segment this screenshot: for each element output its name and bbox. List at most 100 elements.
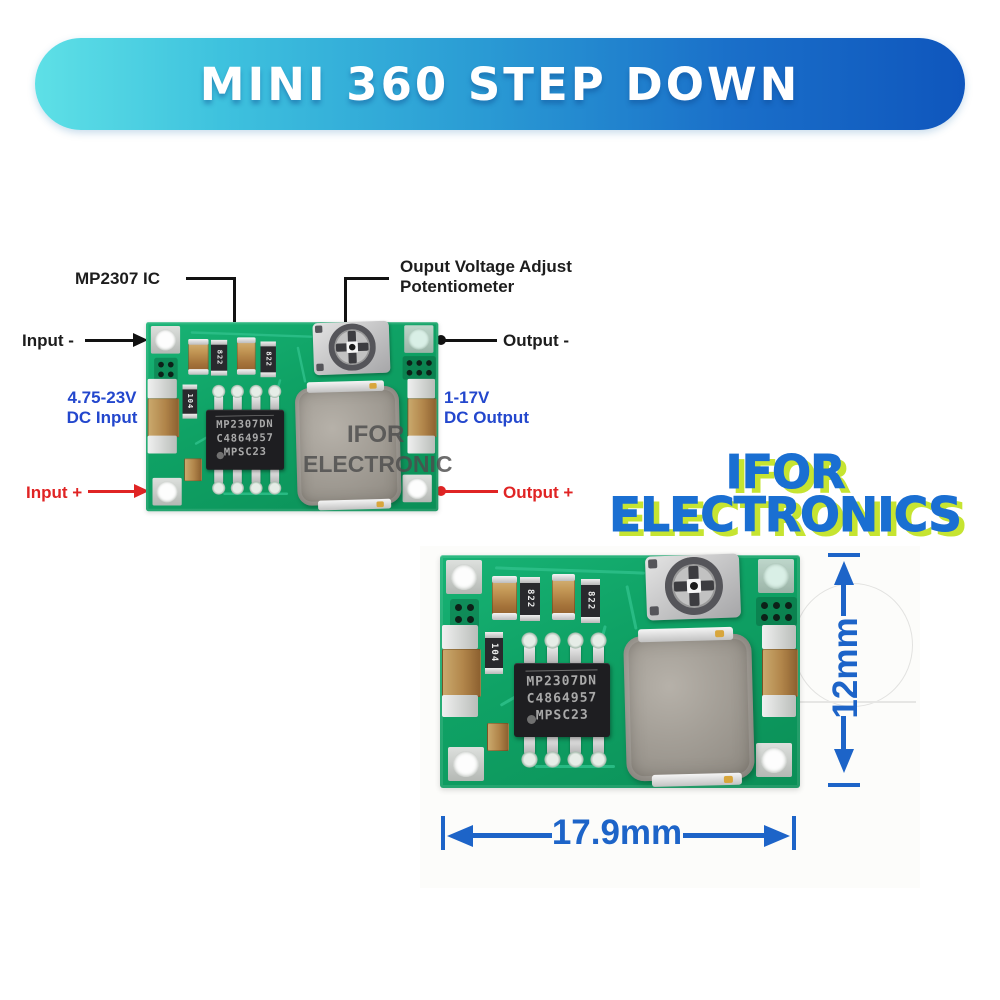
input-plus-line xyxy=(88,490,136,493)
capacitor-104: 104 xyxy=(485,632,503,674)
inductor-clip xyxy=(651,772,743,787)
height-dim-arrow-up xyxy=(834,561,854,585)
capacitor xyxy=(492,576,517,620)
via-holes xyxy=(450,599,479,628)
pcb-board: 822 822 104 MP2307DN C4864957 xyxy=(440,553,800,788)
solder-pad xyxy=(446,560,482,594)
via-holes xyxy=(154,357,178,382)
ic-pin xyxy=(544,735,561,768)
inductor xyxy=(623,626,755,787)
ic-pin xyxy=(590,632,607,665)
dc-output-caption: DC Output xyxy=(444,408,529,427)
solder-pad xyxy=(758,559,794,593)
dc-input-label: 4.75-23V DC Input xyxy=(52,388,152,428)
edge-capacitor xyxy=(407,435,436,454)
edge-capacitor xyxy=(487,723,509,751)
potentiometer xyxy=(312,320,391,376)
inductor-clip xyxy=(317,498,392,511)
height-dim-arrow-down xyxy=(834,749,854,773)
ic-pin xyxy=(211,384,226,412)
ic-pin xyxy=(567,632,584,665)
width-dimension-label: 17.9mm xyxy=(551,813,683,852)
potentiometer xyxy=(644,553,742,621)
solder-pad xyxy=(448,747,484,781)
dc-input-caption: DC Input xyxy=(66,408,138,427)
inductor-clip xyxy=(637,626,734,643)
edge-capacitor xyxy=(407,398,437,438)
ic-pin xyxy=(521,735,538,768)
ic-pin xyxy=(521,632,538,665)
ic-pin1-dot xyxy=(527,715,536,724)
height-dim-shaft-bottom xyxy=(841,716,846,750)
width-dim-arrow-right xyxy=(764,825,790,847)
edge-capacitor xyxy=(147,435,177,454)
potentiometer-rotor xyxy=(663,555,724,616)
capacitor xyxy=(236,337,256,375)
potentiometer-callout-line2: Potentiometer xyxy=(400,277,515,296)
edge-capacitor xyxy=(407,378,436,399)
ic-chip: MP2307DN C4864957 MPSC23 xyxy=(514,663,610,737)
height-dim-tick-top xyxy=(828,553,860,557)
potentiometer-callout-line1: Ouput Voltage Adjust xyxy=(400,257,572,276)
faint-watermark-line xyxy=(788,701,916,703)
pcb-module-dimensioned: 822 822 104 MP2307DN C4864957 xyxy=(440,553,800,788)
ic-pin1-dot xyxy=(216,451,224,460)
seller-logo-line1: IFOR xyxy=(725,445,846,499)
dc-output-range: 1-17V xyxy=(444,388,490,407)
ic-callout-label: MP2307 IC xyxy=(75,269,161,288)
ic-pin xyxy=(590,735,607,768)
output-minus-line xyxy=(443,339,497,342)
resistor-822: 822 xyxy=(520,577,540,621)
ic-pin xyxy=(267,468,282,495)
edge-capacitor xyxy=(762,695,796,717)
input-minus-line xyxy=(85,339,135,342)
output-minus-dot xyxy=(436,335,446,345)
ic-pin xyxy=(230,468,245,495)
output-plus-label: Output + xyxy=(503,483,574,502)
edge-capacitor xyxy=(147,398,180,438)
edge-capacitor xyxy=(442,649,481,697)
width-dim-shaft-left xyxy=(472,833,552,838)
via-holes xyxy=(402,356,436,380)
edge-capacitor xyxy=(762,625,796,649)
input-plus-label: Input + xyxy=(26,483,83,502)
inductor-clip xyxy=(306,380,385,393)
resistor-822: 822 xyxy=(260,341,276,378)
ic-pin xyxy=(544,632,561,665)
ic-pin xyxy=(211,468,226,495)
pcb-trace xyxy=(625,585,638,630)
solder-pad xyxy=(404,325,434,353)
edge-capacitor xyxy=(442,695,478,717)
capacitor-104: 104 xyxy=(182,384,198,419)
ic-pin xyxy=(230,384,245,412)
width-dim-tick-right xyxy=(792,816,796,850)
capacitor xyxy=(552,574,575,620)
input-minus-label: Input - xyxy=(22,331,74,350)
seller-logo-line2: ELECTRONICS xyxy=(609,488,963,543)
output-plus-line xyxy=(443,490,498,493)
pcb-trace xyxy=(296,346,307,383)
ic-pin xyxy=(249,384,263,412)
output-minus-label: Output - xyxy=(503,331,570,350)
via-holes xyxy=(756,597,797,626)
capacitor xyxy=(188,339,209,375)
width-dim-shaft-right xyxy=(683,833,765,838)
solder-pad xyxy=(756,743,792,777)
solder-pad xyxy=(402,474,432,503)
dc-output-label: 1-17V DC Output xyxy=(444,388,529,428)
pcb-board: 822 822 104 MP2307DN C4864957 xyxy=(146,320,439,512)
potentiometer-rotor xyxy=(327,322,377,372)
edge-capacitor xyxy=(147,378,177,399)
edge-capacitor xyxy=(184,458,203,482)
height-dim-shaft-top xyxy=(841,584,846,616)
resistor-822: 822 xyxy=(581,579,600,623)
input-plus-arrowhead xyxy=(134,484,149,498)
width-dim-arrow-left xyxy=(447,825,473,847)
pot-callout-line-h xyxy=(344,277,389,280)
pot-callout-line-v xyxy=(344,277,347,354)
board-watermark-line1: IFOR xyxy=(347,421,405,448)
ic-pin xyxy=(567,735,584,768)
title-banner: MINI 360 STEP DOWN xyxy=(35,38,965,130)
height-dimension-label: 12mm xyxy=(826,617,865,719)
